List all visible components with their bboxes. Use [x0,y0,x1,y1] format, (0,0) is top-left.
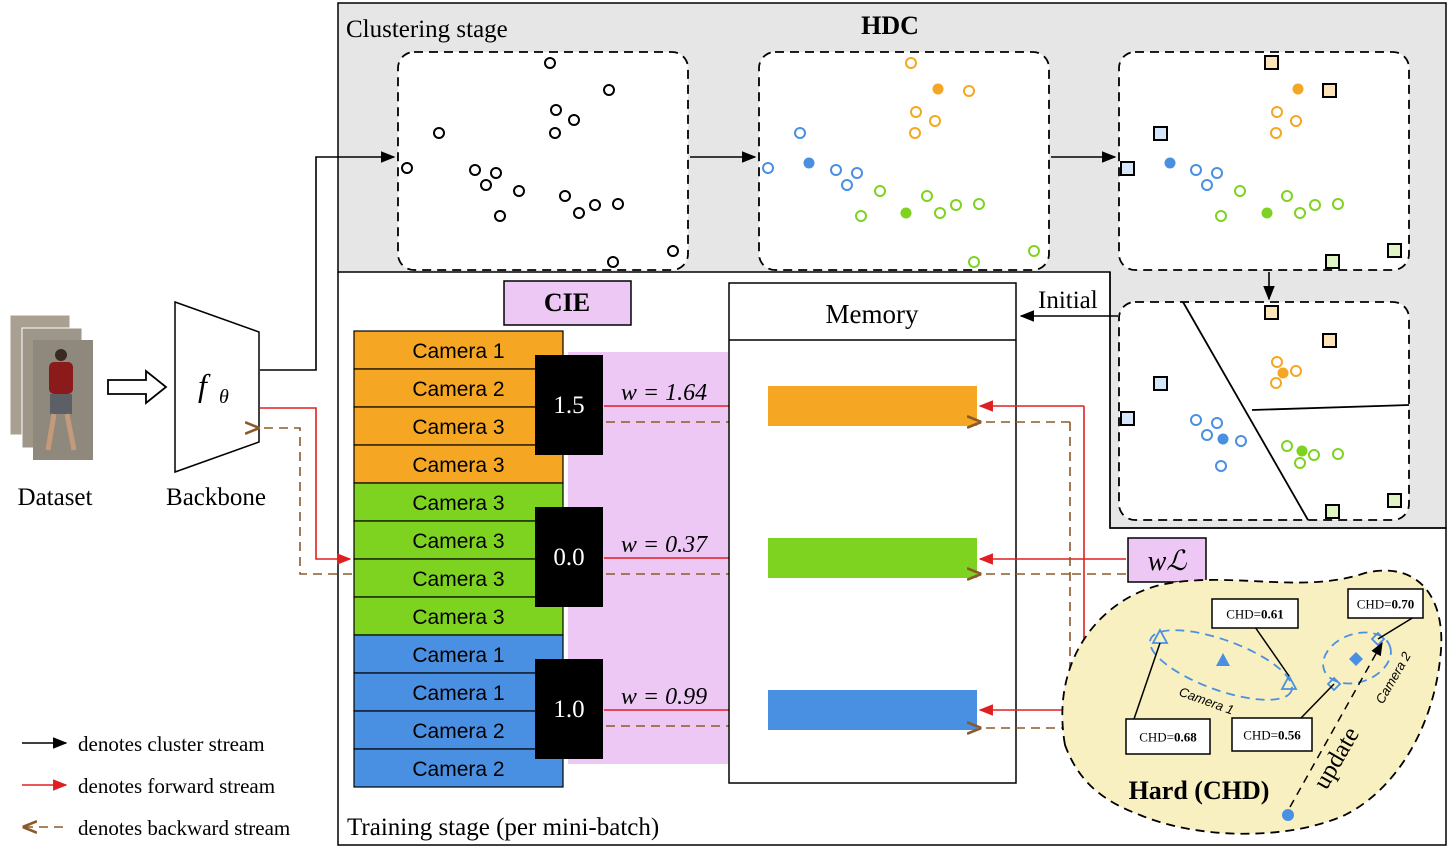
memory-label: Memory [826,299,919,329]
camera-label: Camera 3 [412,530,504,553]
memory-bar [768,538,977,578]
input-arrow [107,369,168,405]
cluster-stream-arrows [260,151,1275,371]
weight-label: w = 1.64 [621,380,707,406]
camera-label: Camera 2 [412,758,504,781]
camera-box [353,634,564,674]
chd-prefix: CHD= [1357,597,1392,612]
initial-label: Initial [1038,287,1098,314]
cie-label: CIE [544,288,590,317]
camera-label: Camera 2 [412,720,504,743]
chd-value: 0.68 [1174,730,1197,745]
camera-label: Camera 3 [412,606,504,629]
camera-label: Camera 3 [412,416,504,439]
chd-text: CHD=0.68 [1139,730,1197,745]
camera-label: Camera 1 [412,644,504,667]
legend: denotes cluster stream denotes forward s… [22,732,290,840]
camera-box [353,596,564,636]
dataset-images [9,314,93,460]
cluster-panel-partition [1118,301,1410,521]
weight-label: w = 0.37 [621,532,708,558]
legend-cluster: denotes cluster stream [78,732,265,756]
chd-prefix: CHD= [1226,607,1261,622]
camera-box [353,710,564,750]
chd-text: CHD=0.70 [1357,597,1415,612]
memory-bar [768,386,977,426]
cie-value-box [535,507,603,607]
chd-box [1231,717,1313,752]
cie-value-box [535,659,603,759]
cie-value: 0.0 [553,544,584,571]
cie-label-box [503,280,632,326]
cluster-panel-hard-samples [1118,51,1410,271]
camera-list: Camera 1 Camera 2 Camera 3 Camera 3 Camera 3… [353,330,564,788]
camera-box [353,748,564,788]
hdc-title: HDC [861,11,919,40]
camera-label: Camera 3 [412,492,504,515]
legend-backward: denotes backward stream [78,816,290,840]
camera-box [353,444,564,484]
chd-text: CHD=0.61 [1226,607,1284,622]
camera-box [353,482,564,522]
loss-box [1127,537,1207,583]
cluster-panel-clustered [758,51,1050,271]
weight-label: w = 0.99 [621,684,707,710]
cluster-panel-raw [397,51,689,271]
loss-label: wℒ [1148,546,1188,577]
cie-value-box [535,355,603,455]
backbone-subscript: θ [219,386,229,408]
chd-prefix: CHD= [1139,730,1174,745]
chd-value: 0.56 [1278,728,1301,743]
training-panel: Training stage (per mini-batch) [337,272,1447,846]
camera-label: Camera 3 [412,568,504,591]
camera-box [353,558,564,598]
chd-prefix: CHD= [1243,728,1278,743]
camera-label: Camera 3 [412,454,504,477]
chd-box [1211,598,1299,629]
hard-region: Camera 1 Camera 2 update Hard (CHD) [1061,569,1443,835]
chd-value: 0.61 [1261,607,1284,622]
hard-chd-title: Hard (CHD) [1129,776,1270,805]
backward-stream-backbone [258,428,352,575]
chd-box [1347,588,1424,619]
backbone-trapezoid [174,300,260,474]
cie-value: 1.5 [553,392,584,419]
memory-bar [768,690,977,730]
clustering-stage-label: Clustering stage [346,16,508,43]
chd-box [1125,718,1211,755]
legend-forward: denotes forward stream [78,774,275,798]
camera-label: Camera 1 [412,682,504,705]
backbone-label: Backbone [166,484,266,511]
chd-text: CHD=0.56 [1243,728,1301,743]
training-stage-label: Training stage (per mini-batch) [347,814,659,841]
camera-label: Camera 1 [412,340,504,363]
forward-stream-backbone [260,407,352,565]
camera-box [353,672,564,712]
chd-value: 0.70 [1392,597,1415,612]
dataset-label: Dataset [18,484,93,511]
cie-value: 1.0 [553,696,584,723]
camera-label: Camera 2 [412,378,504,401]
cie-value-list: 1.5 w = 1.64 0.0 w = 0.37 1.0 w = 0.99 [535,355,765,759]
memory-bars [768,386,977,730]
